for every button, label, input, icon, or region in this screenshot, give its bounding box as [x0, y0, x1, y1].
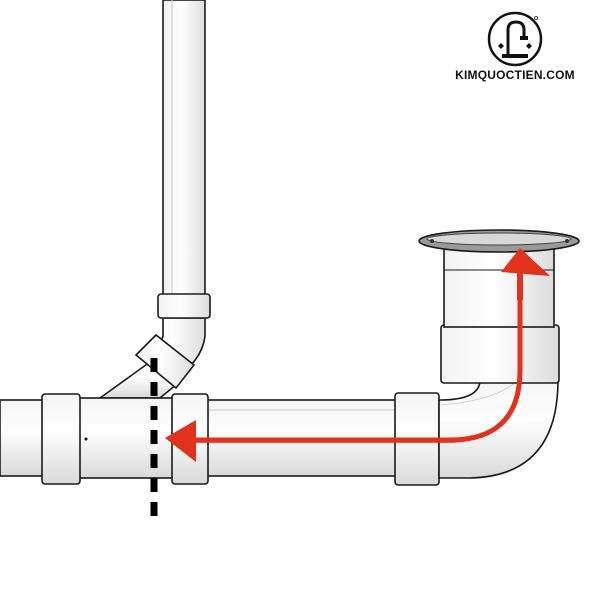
faucet-icon	[487, 11, 543, 67]
floor-drain-flange	[418, 229, 580, 253]
brand-name: KIMQUOCTIEN.COM	[455, 68, 575, 82]
vertical-drain-pipe	[162, 0, 206, 301]
elbow-90	[438, 246, 560, 479]
flow-arrow-icon	[165, 248, 550, 462]
